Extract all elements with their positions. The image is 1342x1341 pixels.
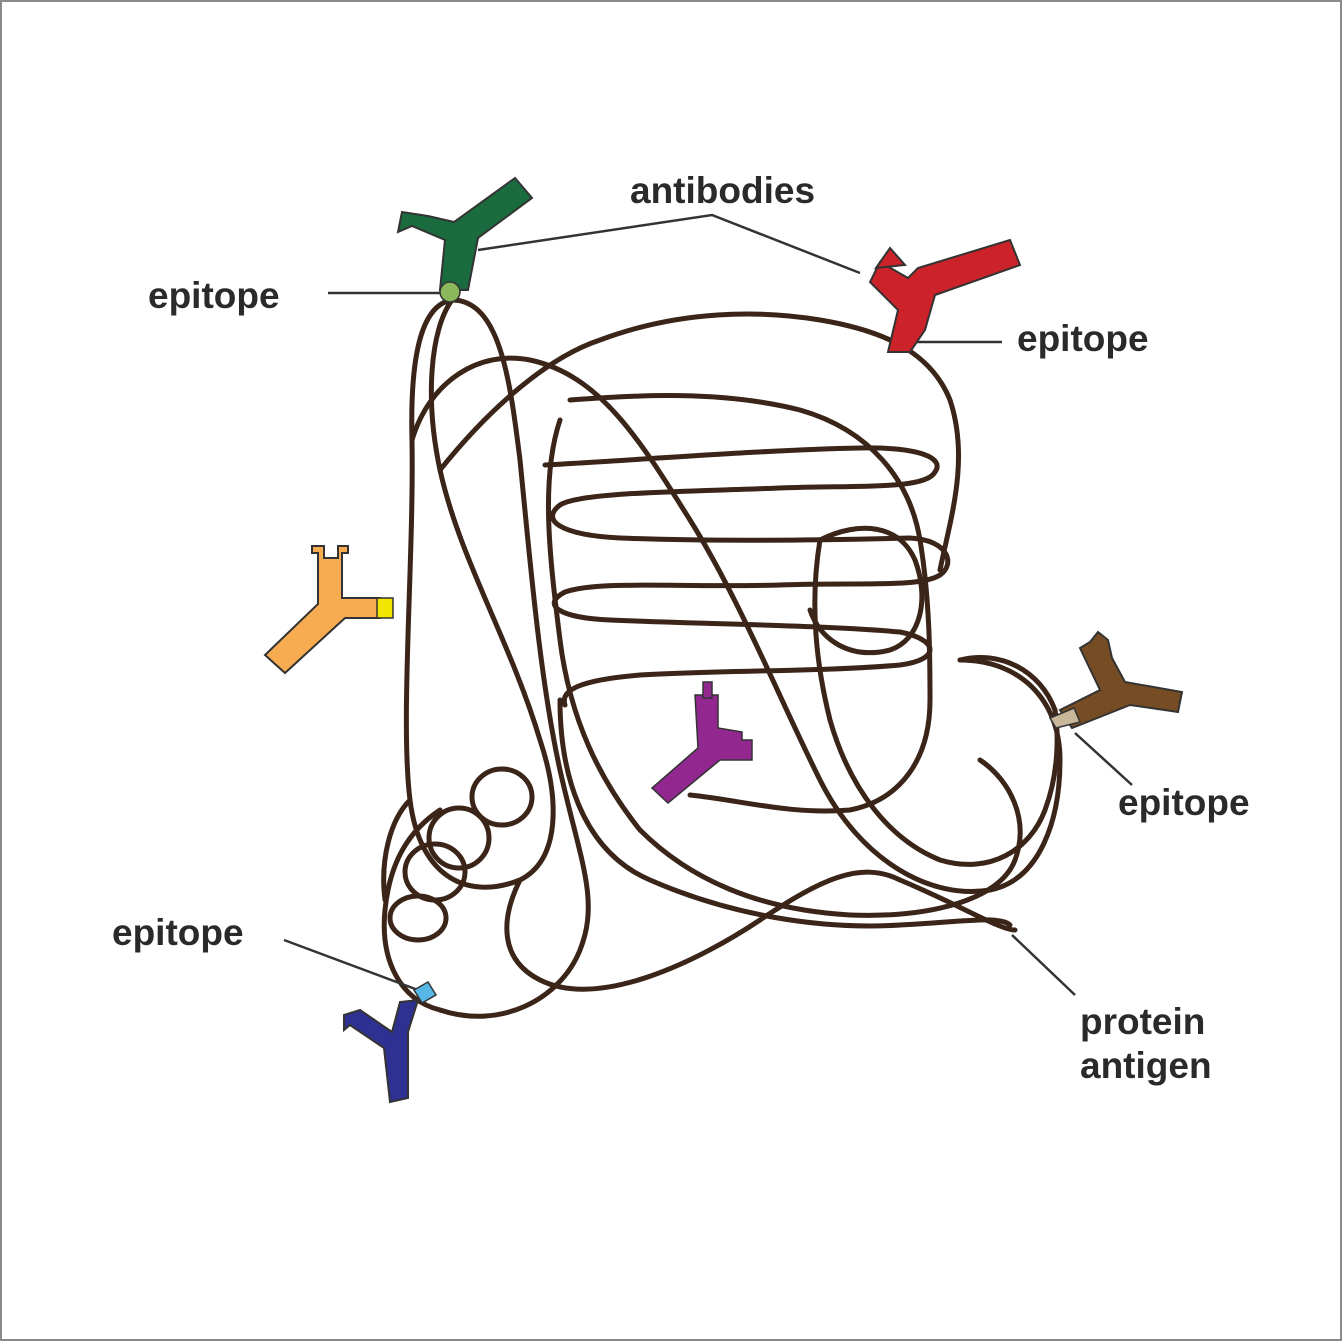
antibodies-label: antibodies [630, 172, 815, 209]
epitope-label-bottom-left: epitope [112, 914, 244, 951]
epitope-yellow [377, 598, 393, 618]
protein-antigen-label: protein antigen [1080, 1000, 1212, 1089]
protein-label-line2: antigen [1080, 1044, 1212, 1088]
epitope-label-top-left: epitope [148, 277, 280, 314]
protein-label-line1: protein [1080, 1000, 1212, 1044]
antibody-red [870, 240, 1020, 352]
protein-antigen-chain [384, 300, 1060, 1016]
antibody-green [398, 178, 532, 290]
antibody-orange [265, 546, 380, 673]
epitope-green [440, 282, 460, 302]
epitope-label-top-right: epitope [1017, 320, 1149, 357]
antibody-blue [344, 1000, 418, 1102]
antibody-purple [652, 682, 752, 803]
antibody-brown [1060, 632, 1182, 728]
epitope-label-right: epitope [1118, 784, 1250, 821]
